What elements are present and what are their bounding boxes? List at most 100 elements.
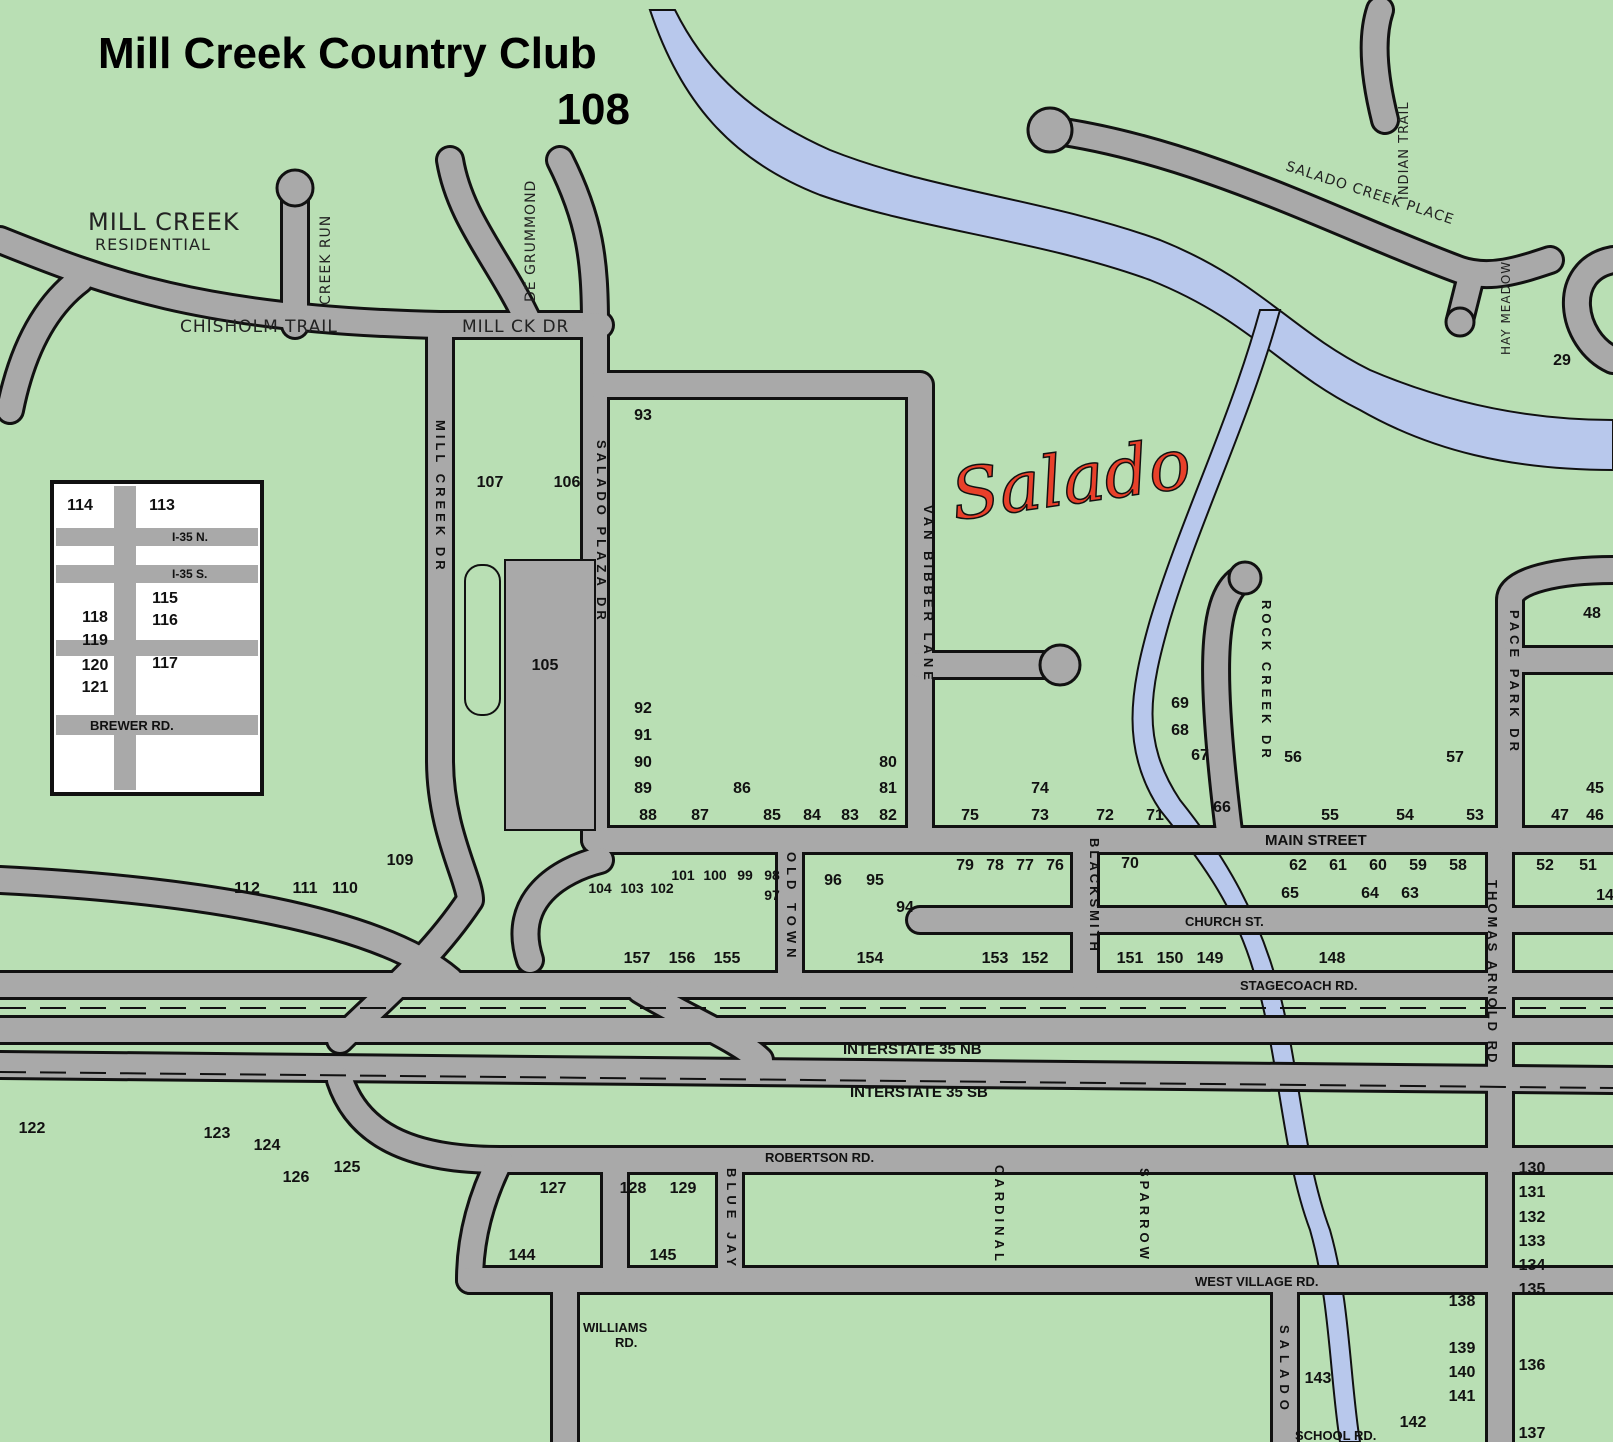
lot-54: 54 xyxy=(1396,807,1414,824)
lot-83: 83 xyxy=(841,807,859,824)
lot-149: 149 xyxy=(1197,950,1224,967)
lot-80: 80 xyxy=(879,754,897,771)
lot-64: 64 xyxy=(1361,885,1379,902)
label-west-village-rd: WEST VILLAGE RD. xyxy=(1195,1274,1319,1289)
lot-86: 86 xyxy=(733,780,751,797)
lot-117: 117 xyxy=(152,655,178,672)
lot-100: 100 xyxy=(703,867,727,883)
lot-124: 124 xyxy=(254,1137,281,1154)
inset-label-i35s: I-35 S. xyxy=(172,567,207,581)
lot-73: 73 xyxy=(1031,807,1049,824)
lot-107: 107 xyxy=(477,474,504,491)
map-title: Mill Creek Country Club xyxy=(98,29,597,78)
lot-109: 109 xyxy=(387,852,414,869)
lot-139: 139 xyxy=(1449,1340,1476,1357)
lot-75: 75 xyxy=(961,807,979,824)
lot-130: 130 xyxy=(1519,1160,1546,1177)
lot-97: 97 xyxy=(764,887,780,903)
lot-156: 156 xyxy=(669,950,696,967)
lot-135: 135 xyxy=(1519,1281,1546,1298)
label-williams-rd-2: RD. xyxy=(615,1335,637,1350)
lot-122: 122 xyxy=(19,1120,46,1137)
lot-53: 53 xyxy=(1466,807,1484,824)
lot-96: 96 xyxy=(824,872,842,889)
lot-47: 47 xyxy=(1551,807,1569,824)
lot-123: 123 xyxy=(204,1125,231,1142)
lot-59: 59 xyxy=(1409,857,1427,874)
lot-115: 115 xyxy=(152,590,178,607)
lot-136: 136 xyxy=(1519,1357,1546,1374)
lot-91: 91 xyxy=(634,727,652,744)
lot-113: 113 xyxy=(149,497,175,514)
lot-137: 137 xyxy=(1519,1425,1546,1442)
lot-118: 118 xyxy=(82,609,108,626)
label-creek-run: CREEK RUN xyxy=(318,215,334,305)
lot-126: 126 xyxy=(283,1169,310,1186)
lot-85: 85 xyxy=(763,807,781,824)
lot-95: 95 xyxy=(866,872,884,889)
lot-58: 58 xyxy=(1449,857,1467,874)
lot-14: 14 xyxy=(1596,887,1613,904)
lot-66: 66 xyxy=(1213,799,1231,816)
lot-157: 157 xyxy=(624,950,651,967)
lot-114: 114 xyxy=(67,497,93,514)
lot-56: 56 xyxy=(1284,749,1302,766)
lot-45: 45 xyxy=(1586,780,1604,797)
label-salado-south: SALADO xyxy=(1277,1325,1292,1416)
label-blue-jay: BLUE JAY xyxy=(724,1168,739,1271)
label-rock-creek-dr: ROCK CREEK DR xyxy=(1259,600,1274,762)
label-robertson-rd: ROBERTSON RD. xyxy=(765,1150,874,1165)
lot-148: 148 xyxy=(1319,950,1346,967)
label-stagecoach-rd: STAGECOACH RD. xyxy=(1240,978,1357,993)
lot-151: 151 xyxy=(1117,950,1144,967)
lot-120: 120 xyxy=(82,657,109,674)
lot-67: 67 xyxy=(1191,747,1209,764)
lot-152: 152 xyxy=(1022,950,1049,967)
lot-89: 89 xyxy=(634,780,652,797)
label-i35-sb: INTERSTATE 35 SB xyxy=(850,1084,988,1101)
lot-71: 71 xyxy=(1146,807,1164,824)
lot-103: 103 xyxy=(620,880,644,896)
lot-48: 48 xyxy=(1583,605,1601,622)
residential-area-label-2: RESIDENTIAL xyxy=(95,235,211,254)
lot-131: 131 xyxy=(1519,1184,1546,1201)
lot-154: 154 xyxy=(857,950,884,967)
lot-88: 88 xyxy=(639,807,657,824)
inset-label-i35n: I-35 N. xyxy=(172,530,208,544)
label-mill-creek-dr: MILL CREEK DR xyxy=(433,420,448,574)
label-thomas-arnold-rd: THOMAS ARNOLD RD xyxy=(1485,880,1500,1065)
label-pace-park-dr: PACE PARK DR xyxy=(1507,610,1522,755)
label-de-grummond: DE GRUMMOND xyxy=(523,180,539,302)
lot-129: 129 xyxy=(670,1180,697,1197)
lot-128: 128 xyxy=(620,1180,647,1197)
lot-102: 102 xyxy=(650,880,674,896)
lot-51: 51 xyxy=(1579,857,1597,874)
lot-84: 84 xyxy=(803,807,821,824)
lot-61: 61 xyxy=(1329,857,1347,874)
label-cardinal: CARDINAL xyxy=(992,1165,1007,1265)
lot-105: 105 xyxy=(532,657,559,674)
lot-140: 140 xyxy=(1449,1364,1476,1381)
lot-46: 46 xyxy=(1586,807,1604,824)
label-van-bibber-lane: VAN BIBBER LANE xyxy=(921,505,936,684)
lot-116: 116 xyxy=(152,612,178,629)
lot-57: 57 xyxy=(1446,749,1464,766)
lot-55: 55 xyxy=(1321,807,1339,824)
lot-144: 144 xyxy=(509,1247,536,1264)
lot-112: 112 xyxy=(234,880,260,897)
lot-77: 77 xyxy=(1016,857,1034,874)
lot-78: 78 xyxy=(986,857,1004,874)
lot-72: 72 xyxy=(1096,807,1114,824)
label-main-street: MAIN STREET xyxy=(1265,832,1367,849)
lot-125: 125 xyxy=(334,1159,361,1176)
lot-155: 155 xyxy=(714,950,741,967)
lot-119: 119 xyxy=(82,632,108,649)
lot-98: 98 xyxy=(764,867,780,883)
lot-138: 138 xyxy=(1449,1293,1476,1310)
lot-29: 29 xyxy=(1553,352,1571,369)
label-williams-rd-1: WILLIAMS xyxy=(583,1320,648,1335)
lot-145: 145 xyxy=(650,1247,677,1264)
